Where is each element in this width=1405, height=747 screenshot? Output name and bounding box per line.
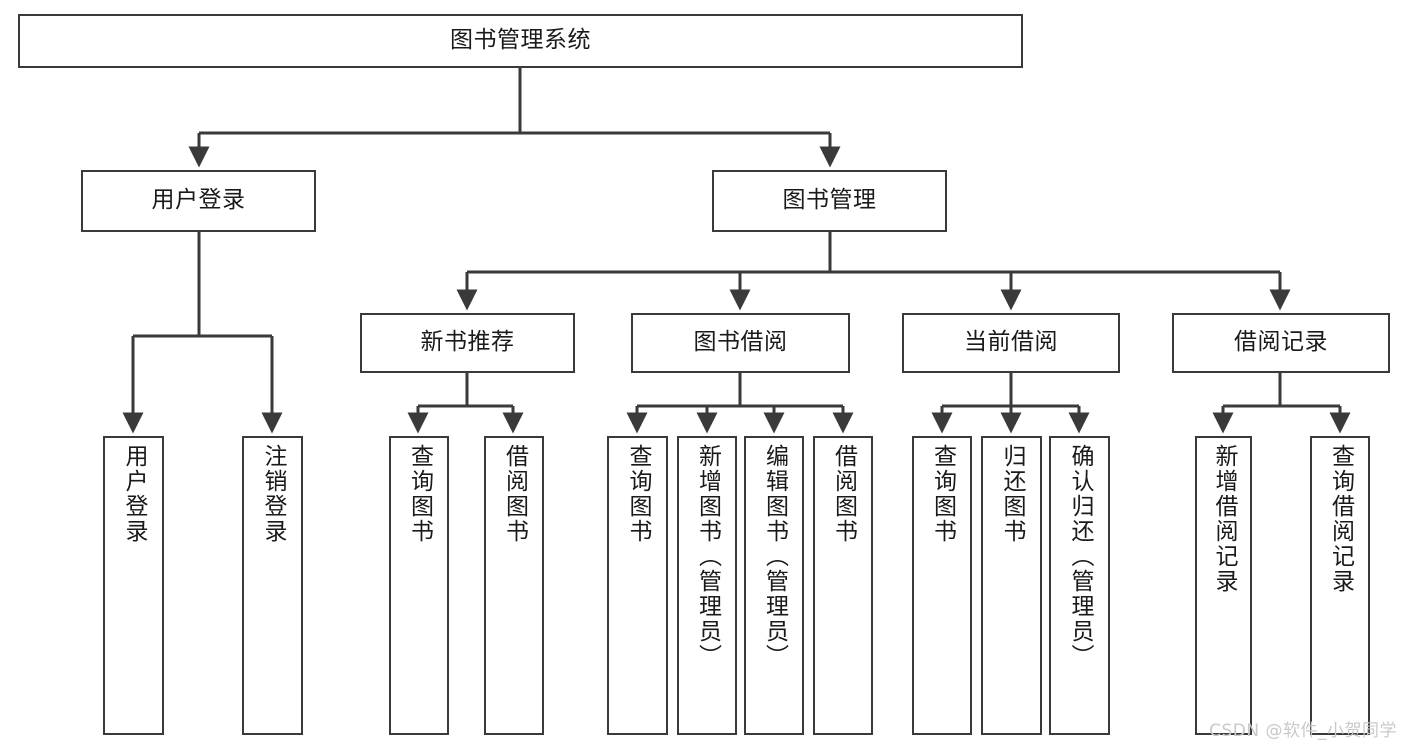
node-leaf-query-book-3[interactable]: 查询图书 xyxy=(912,436,972,735)
node-leaf-query-book-1[interactable]: 查询图书 xyxy=(389,436,449,735)
node-leaf-logout-login[interactable]: 注销登录 xyxy=(242,436,303,735)
node-borrow-record[interactable]: 借阅记录 xyxy=(1172,313,1390,373)
node-leaf-add-book[interactable]: 新增图书（管理员） xyxy=(677,436,737,735)
node-root[interactable]: 图书管理系统 xyxy=(18,14,1023,68)
node-user-login-label: 用户登录 xyxy=(151,187,246,214)
node-leaf-borrow-book-1[interactable]: 借阅图书 xyxy=(484,436,544,735)
watermark: CSDN @软件_小贺同学 xyxy=(1209,721,1397,741)
node-leaf-borrow-book-2-label: 借阅图书 xyxy=(830,444,857,544)
node-leaf-user-login-label: 用户登录 xyxy=(121,444,147,544)
node-leaf-borrow-book-1-label: 借阅图书 xyxy=(501,444,528,544)
node-root-label: 图书管理系统 xyxy=(450,27,591,54)
node-leaf-query-record-label: 查询借阅记录 xyxy=(1327,444,1354,594)
node-book-manage[interactable]: 图书管理 xyxy=(712,170,947,232)
node-new-book-recommend[interactable]: 新书推荐 xyxy=(360,313,575,373)
node-leaf-edit-book-label: 编辑图书（管理员） xyxy=(761,444,788,669)
node-leaf-add-record-label: 新增借阅记录 xyxy=(1211,444,1237,594)
node-current-borrow-label: 当前借阅 xyxy=(964,329,1058,356)
node-leaf-return-book[interactable]: 归还图书 xyxy=(981,436,1042,735)
node-leaf-query-book-1-label: 查询图书 xyxy=(406,444,433,544)
node-leaf-query-book-3-label: 查询图书 xyxy=(929,444,956,544)
node-leaf-edit-book[interactable]: 编辑图书（管理员） xyxy=(744,436,804,735)
node-leaf-confirm-return[interactable]: 确认归还（管理员） xyxy=(1049,436,1110,735)
node-leaf-logout-login-label: 注销登录 xyxy=(260,444,286,544)
node-leaf-borrow-book-2[interactable]: 借阅图书 xyxy=(813,436,873,735)
node-leaf-add-book-label: 新增图书（管理员） xyxy=(694,444,721,669)
node-leaf-query-book-2-label: 查询图书 xyxy=(625,444,651,544)
node-leaf-user-login[interactable]: 用户登录 xyxy=(103,436,164,735)
node-leaf-return-book-label: 归还图书 xyxy=(999,444,1025,544)
node-leaf-add-record[interactable]: 新增借阅记录 xyxy=(1195,436,1252,735)
node-leaf-confirm-return-label: 确认归还（管理员） xyxy=(1067,444,1093,669)
node-new-book-recommend-label: 新书推荐 xyxy=(420,329,515,356)
node-leaf-query-record[interactable]: 查询借阅记录 xyxy=(1310,436,1370,735)
node-book-manage-label: 图书管理 xyxy=(782,187,877,214)
node-book-borrow-label: 图书借阅 xyxy=(693,329,788,356)
node-borrow-record-label: 借阅记录 xyxy=(1234,329,1328,356)
node-current-borrow[interactable]: 当前借阅 xyxy=(902,313,1120,373)
node-book-borrow[interactable]: 图书借阅 xyxy=(631,313,850,373)
node-user-login[interactable]: 用户登录 xyxy=(81,170,316,232)
node-leaf-query-book-2[interactable]: 查询图书 xyxy=(607,436,668,735)
